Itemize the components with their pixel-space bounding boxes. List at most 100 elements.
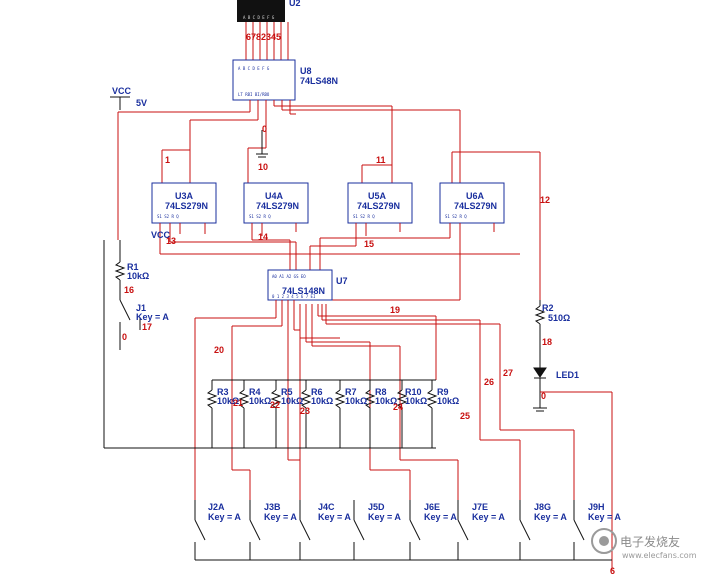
r5-value: 10kΩ <box>281 396 303 406</box>
switch-j8g[interactable]: J8G Key = A <box>534 502 567 522</box>
u3a-ref: U3A <box>175 191 194 201</box>
vcc-rail <box>110 96 130 110</box>
j1-ref: J1 <box>136 303 146 313</box>
u5a-part: 74LS279N <box>357 201 400 211</box>
u3a-part: 74LS279N <box>165 201 208 211</box>
u4a-ref: U4A <box>265 191 284 201</box>
svg-text:S1 S2 R Q: S1 S2 R Q <box>353 214 375 219</box>
svg-text:S1 S2 R Q: S1 S2 R Q <box>249 214 271 219</box>
net-11: 11 <box>376 155 386 165</box>
svg-text:LT RBI BI/RBO: LT RBI BI/RBO <box>238 92 270 97</box>
vcc-value: 5V <box>136 98 147 108</box>
u8-ref: U8 <box>300 66 312 76</box>
j7e-ref: J7E <box>472 502 488 512</box>
chip-u8[interactable]: A B C D E F G LT RBI BI/RBO U8 74LS48N <box>232 59 338 101</box>
led-ref: LED1 <box>556 370 579 380</box>
net-0c: 0 <box>541 391 546 401</box>
latch-reset-wires <box>159 223 520 301</box>
r7-value: 10kΩ <box>345 396 367 406</box>
switch-j5d[interactable]: J5D Key = A <box>368 502 401 522</box>
r1-value: 10kΩ <box>127 271 149 281</box>
u5a-ref: U5A <box>368 191 387 201</box>
r6-value: 10kΩ <box>311 396 333 406</box>
net-20: 20 <box>214 345 224 355</box>
j6e-ref: J6E <box>424 502 440 512</box>
switch-j6e[interactable]: J6E Key = A <box>424 502 457 522</box>
j7e-key: Key = A <box>472 512 505 522</box>
net-6: 6 <box>610 566 615 574</box>
chip-u4a[interactable]: S1 S2 R Q U4A 74LS279N <box>243 182 309 224</box>
j2a-key: Key = A <box>208 512 241 522</box>
u4a-part: 74LS279N <box>256 201 299 211</box>
u7-ref: U7 <box>336 276 348 286</box>
net-0b: 0 <box>122 332 127 342</box>
chip-u3a[interactable]: S1 S2 R Q U3A 74LS279N <box>151 182 217 224</box>
j1-key: Key = A <box>136 312 169 322</box>
watermark-url: www.elecfans.com <box>622 551 697 560</box>
pullup-resistors <box>103 240 438 449</box>
net-21: 21 <box>233 398 243 408</box>
chip-u7[interactable]: A0 A1 A2 GS EO 0 1 2 3 4 5 6 7 EI U7 74L… <box>267 269 348 301</box>
r8-value: 10kΩ <box>375 396 397 406</box>
u6a-part: 74LS279N <box>454 201 497 211</box>
j5d-key: Key = A <box>368 512 401 522</box>
display-pin-labels: 6782345 <box>246 32 281 42</box>
r10-value: 10kΩ <box>405 396 427 406</box>
chip-u5a[interactable]: S1 S2 R Q U5A 74LS279N <box>347 182 413 224</box>
u7-part: 74LS148N <box>282 286 325 296</box>
watermark-text: 电子发烧友 <box>620 534 680 549</box>
display-segments: A B C D E F G <box>243 15 275 20</box>
led-branch <box>533 300 547 412</box>
watermark-logo: 电子发烧友 www.elecfans.com <box>591 528 697 560</box>
switch-j2a[interactable]: J2A Key = A <box>208 502 241 522</box>
chip-u6a[interactable]: S1 S2 R Q U6A 74LS279N <box>439 182 505 224</box>
r9-value: 10kΩ <box>437 396 459 406</box>
net-10: 10 <box>258 162 268 172</box>
net-17: 17 <box>142 322 152 332</box>
r4-ref: R4 <box>249 387 261 397</box>
switch-j9h[interactable]: J9H Key = A <box>588 502 621 522</box>
vcc-label: VCC <box>112 86 132 96</box>
j4c-key: Key = A <box>318 512 351 522</box>
net-0: 0 <box>262 124 267 134</box>
j3b-key: Key = A <box>264 512 297 522</box>
net-16: 16 <box>124 285 134 295</box>
switch-j4c[interactable]: J4C Key = A <box>318 502 351 522</box>
net-25: 25 <box>460 411 470 421</box>
j6e-key: Key = A <box>424 512 457 522</box>
r3-value: 10kΩ <box>217 396 239 406</box>
net-15: 15 <box>364 239 374 249</box>
r1-ref: R1 <box>127 262 139 272</box>
r2-value: 510Ω <box>548 313 570 323</box>
net-27: 27 <box>503 368 513 378</box>
u8-output-wires <box>117 100 461 240</box>
encoder-input-bus <box>194 300 613 570</box>
j9h-ref: J9H <box>588 502 605 512</box>
r4-value: 10kΩ <box>249 396 271 406</box>
switch-j7e[interactable]: J7E Key = A <box>472 502 505 522</box>
net-22: 22 <box>270 400 280 410</box>
switch-j3b[interactable]: J3B Key = A <box>264 502 297 522</box>
r7-ref: R7 <box>345 387 357 397</box>
u6a-ref: U6A <box>466 191 485 201</box>
j5d-ref: J5D <box>368 502 385 512</box>
u8-part: 74LS48N <box>300 76 338 86</box>
svg-text:0 1 2 3 4 5 6 7 EI: 0 1 2 3 4 5 6 7 EI <box>272 294 316 299</box>
seven-segment-display[interactable]: A B C D E F G U2 <box>237 0 301 22</box>
net-19: 19 <box>390 305 400 315</box>
r9-ref: R9 <box>437 387 449 397</box>
net-26: 26 <box>484 377 494 387</box>
net-1: 1 <box>165 155 170 165</box>
switch-row-wires <box>194 500 612 561</box>
r1-branch <box>114 240 141 350</box>
j8g-key: Key = A <box>534 512 567 522</box>
svg-text:S1 S2 R Q: S1 S2 R Q <box>157 214 179 219</box>
r6-ref: R6 <box>311 387 323 397</box>
net-23: 23 <box>300 406 310 416</box>
r10-ref: R10 <box>405 387 422 397</box>
display-pin-wires <box>245 22 289 60</box>
net-14: 14 <box>258 232 268 242</box>
j8g-ref: J8G <box>534 502 551 512</box>
ground-u8 <box>256 130 268 158</box>
net-13: 13 <box>166 236 176 246</box>
